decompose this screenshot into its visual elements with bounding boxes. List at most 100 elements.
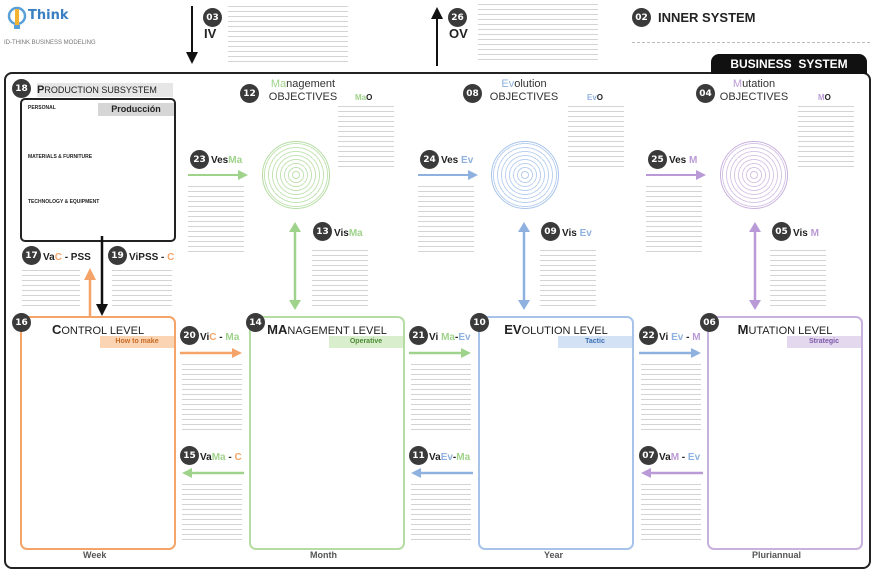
production-row-technology: TECHNOLOGY & EQUIPMENT bbox=[28, 199, 100, 205]
ov-arrow bbox=[431, 7, 443, 66]
ves-ma-arrow bbox=[188, 170, 248, 180]
badge-10: 10 bbox=[470, 313, 489, 332]
lightbulb-icon bbox=[7, 6, 27, 29]
va-m-ev-label: VaM - Ev bbox=[659, 452, 701, 463]
badge-05: 05 bbox=[772, 222, 791, 241]
vi-c-ma-label: ViC - Ma bbox=[200, 332, 240, 343]
va-ma-c-label: VaMa - C bbox=[200, 452, 242, 463]
vis-ma-label: VisMa bbox=[334, 228, 363, 239]
badge-26: 26 bbox=[448, 8, 467, 27]
business-system-title: BUSINESS SYSTEM bbox=[711, 54, 867, 74]
badge-02: 02 bbox=[632, 8, 651, 27]
evo-lines bbox=[568, 106, 624, 170]
control-level-title: CONTROL LEVEL bbox=[51, 322, 145, 337]
badge-14: 14 bbox=[246, 313, 265, 332]
evo-code: EvO bbox=[587, 93, 604, 102]
production-subsystem-box: Producción PERSONAL MATERIALS & FURNITUR… bbox=[20, 98, 176, 242]
ev-line2: OBJECTIVES bbox=[489, 91, 559, 103]
ves-ev-lines bbox=[418, 186, 474, 252]
m-line2: OBJECTIVES bbox=[719, 91, 789, 103]
control-level-panel: CONTROL LEVEL How to make bbox=[20, 316, 176, 550]
ma-initial: Ma bbox=[270, 78, 287, 90]
logo-tagline: ID-THINK BUSINESS MODELING bbox=[4, 40, 96, 46]
vis-m-lines bbox=[770, 250, 826, 308]
management-double-arrow bbox=[289, 222, 301, 310]
badge-21: 21 bbox=[409, 326, 428, 345]
vi-ma-ev-label: Vi Ma-Ev bbox=[429, 332, 471, 343]
mutation-double-arrow bbox=[749, 222, 761, 310]
control-level-tag: How to make bbox=[100, 336, 174, 348]
badge-12: 12 bbox=[240, 84, 259, 103]
badge-22: 22 bbox=[639, 326, 658, 345]
ves-ma-lines bbox=[188, 186, 244, 252]
evolution-level-title: EVOLUTION LEVEL bbox=[504, 322, 608, 337]
ev-initial: Ev bbox=[501, 78, 515, 90]
vipss-c-arrow bbox=[96, 236, 108, 316]
badge-07: 07 bbox=[639, 446, 658, 465]
management-level-title: MANAGEMENT LEVEL bbox=[267, 322, 387, 337]
va-m-ev-lines bbox=[641, 484, 701, 544]
ves-m-arrow bbox=[646, 170, 706, 180]
vis-ma-lines bbox=[312, 250, 368, 308]
badge-08: 08 bbox=[463, 84, 482, 103]
badge-06: 06 bbox=[700, 313, 719, 332]
iv-arrow bbox=[186, 6, 198, 64]
vac-pss-arrow bbox=[84, 268, 96, 318]
mo-code: MO bbox=[818, 93, 831, 102]
badge-04: 04 bbox=[696, 84, 715, 103]
vis-ev-lines bbox=[540, 250, 596, 308]
mutation-level-panel: MUTATION LEVEL Strategic bbox=[707, 316, 863, 550]
badge-11: 11 bbox=[409, 446, 428, 465]
evolution-level-panel: EVOLUTION LEVEL Tactic bbox=[478, 316, 634, 550]
mutation-level-tag: Strategic bbox=[787, 336, 861, 348]
badge-19: 19 bbox=[108, 246, 127, 265]
mao-lines bbox=[338, 106, 394, 170]
mutation-level-foot: Pluriannual bbox=[752, 550, 802, 560]
logo: Think ID-THINK BUSINESS MODELING bbox=[4, 4, 124, 50]
badge-13: 13 bbox=[313, 222, 332, 241]
badge-09: 09 bbox=[541, 222, 560, 241]
vi-ev-m-label: Vi Ev - M bbox=[659, 332, 701, 343]
ves-m-lines bbox=[646, 186, 702, 252]
mo-lines bbox=[798, 106, 854, 170]
va-ma-c-lines bbox=[182, 484, 242, 544]
ev-rest: olution bbox=[514, 78, 547, 90]
badge-16: 16 bbox=[12, 313, 31, 332]
va-ev-ma-arrow bbox=[411, 468, 473, 478]
badge-23: 23 bbox=[190, 150, 209, 169]
production-title: PRODUCTION SUBSYSTEM bbox=[37, 83, 173, 97]
badge-25: 25 bbox=[648, 150, 667, 169]
management-level-tag: Operative bbox=[329, 336, 403, 348]
m-initial: M bbox=[732, 78, 743, 90]
vi-ev-m-arrow bbox=[639, 348, 701, 358]
badge-03: 03 bbox=[203, 8, 222, 27]
va-m-ev-arrow bbox=[641, 468, 703, 478]
ves-ev-label: Ves Ev bbox=[441, 155, 474, 166]
production-tag: Producción bbox=[98, 103, 174, 116]
inner-system-title: INNER SYSTEM bbox=[658, 10, 756, 25]
vi-ma-ev-lines bbox=[411, 364, 471, 430]
va-ev-ma-label: VaEv-Ma bbox=[429, 452, 471, 463]
evolution-level-foot: Year bbox=[544, 550, 564, 560]
badge-24: 24 bbox=[420, 150, 439, 169]
evolution-double-arrow bbox=[518, 222, 530, 310]
evolution-level-tag: Tactic bbox=[558, 336, 632, 348]
vi-ev-m-lines bbox=[641, 364, 701, 430]
vi-c-ma-arrow bbox=[180, 348, 242, 358]
ves-ma-label: VesMa bbox=[211, 155, 243, 166]
m-rest: utation bbox=[742, 78, 776, 90]
ves-m-label: Ves M bbox=[669, 155, 698, 166]
management-level-foot: Month bbox=[310, 550, 337, 560]
production-title-initial: P bbox=[37, 84, 45, 96]
ves-ev-arrow bbox=[418, 170, 478, 180]
production-row-personal: PERSONAL bbox=[28, 105, 56, 111]
vi-c-ma-lines bbox=[182, 364, 242, 430]
badge-18: 18 bbox=[12, 79, 31, 98]
evolution-target bbox=[491, 141, 559, 209]
badge-17: 17 bbox=[22, 246, 41, 265]
vipss-c-label: ViPSS - C bbox=[129, 252, 175, 263]
vi-ma-ev-arrow bbox=[409, 348, 471, 358]
badge-15: 15 bbox=[180, 446, 199, 465]
business-system-frame bbox=[4, 72, 871, 569]
